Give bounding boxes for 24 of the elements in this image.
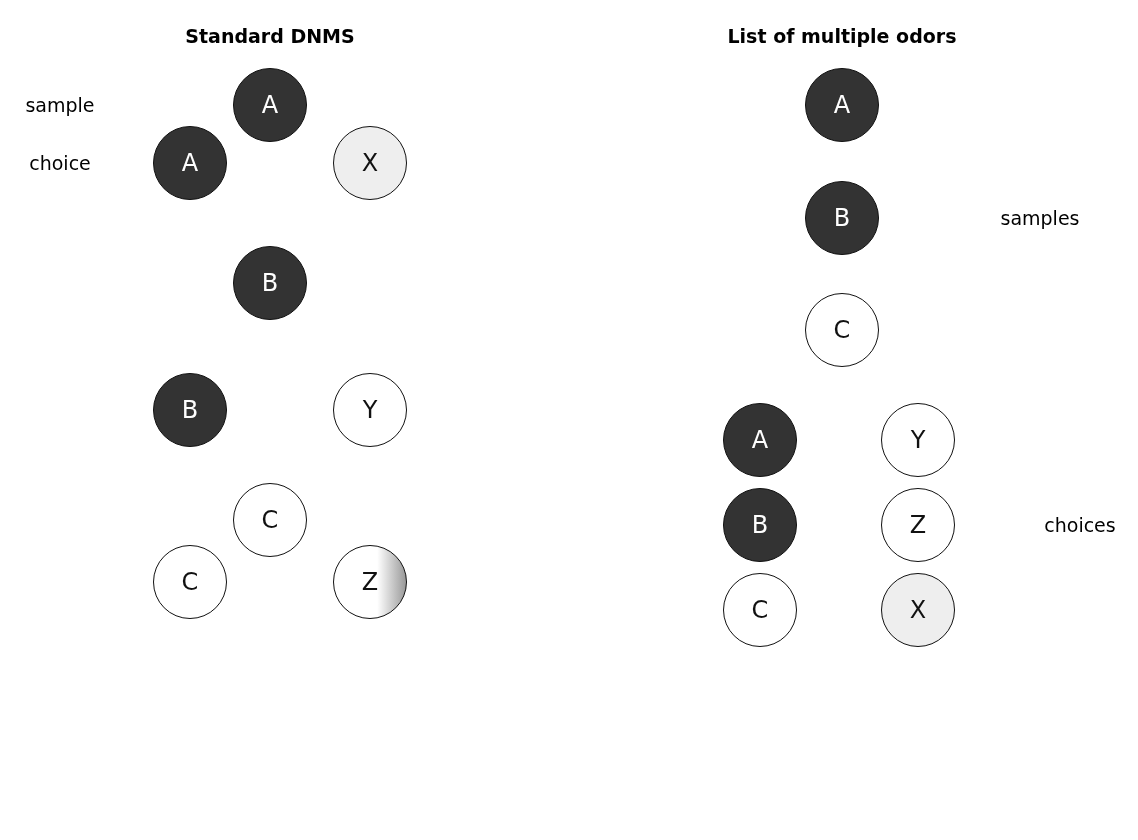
group-label: choices: [1044, 514, 1116, 536]
odor-circle: Y: [333, 373, 407, 447]
odor-circle: C: [805, 293, 879, 367]
odor-circle: A: [723, 403, 797, 477]
panel-heading: List of multiple odors: [727, 25, 957, 47]
odor-circle: C: [153, 545, 227, 619]
odor-circle: B: [233, 246, 307, 320]
odor-circle: A: [233, 68, 307, 142]
group-label: samples: [1000, 207, 1080, 229]
odor-circle: C: [233, 483, 307, 557]
odor-circle: C: [723, 573, 797, 647]
odor-circle: A: [805, 68, 879, 142]
row-label: sample: [25, 94, 95, 116]
odor-circle: X: [333, 126, 407, 200]
odor-circle: Z: [333, 545, 407, 619]
odor-circle: B: [805, 181, 879, 255]
panel-heading: Standard DNMS: [185, 25, 355, 47]
odor-circle: B: [153, 373, 227, 447]
odor-circle: A: [153, 126, 227, 200]
odor-circle: B: [723, 488, 797, 562]
odor-circle: Z: [881, 488, 955, 562]
odor-circle: Y: [881, 403, 955, 477]
row-label: choice: [29, 152, 91, 174]
odor-circle: X: [881, 573, 955, 647]
